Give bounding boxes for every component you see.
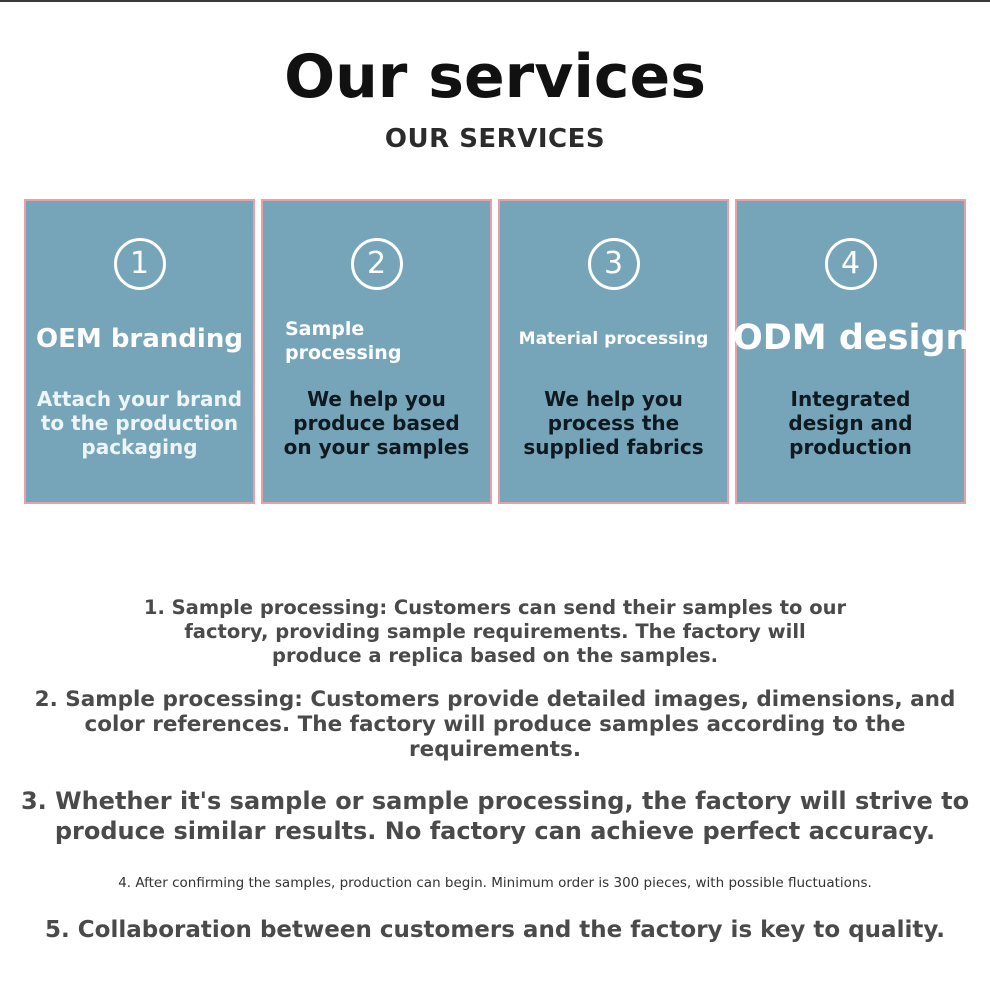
card-desc-line: We help you bbox=[307, 387, 446, 411]
note-line: 2. Sample processing: Customers provide … bbox=[34, 687, 956, 712]
card-description: Integrated design and production bbox=[743, 387, 958, 459]
card-desc-line: on your samples bbox=[283, 435, 470, 459]
number-circle-4-icon: 4 bbox=[824, 238, 877, 290]
note-3: 3. Whether it's sample or sample process… bbox=[0, 786, 990, 846]
card-desc-line: We help you bbox=[544, 387, 683, 411]
card-desc-line: Integrated bbox=[790, 387, 911, 411]
number-circle-1-icon: 1 bbox=[113, 238, 166, 290]
note-line: produce a replica based on the samples. bbox=[272, 644, 718, 667]
note-line: color references. The factory will produ… bbox=[84, 712, 906, 737]
note-1: 1. Sample processing: Customers can send… bbox=[0, 596, 990, 668]
page-subtitle: OUR SERVICES bbox=[384, 124, 606, 154]
note-line: produce similar results. No factory can … bbox=[54, 817, 936, 845]
card-desc-line: produce based bbox=[293, 411, 460, 435]
card-title: ODM design bbox=[733, 318, 971, 358]
number-circle-2-icon: 2 bbox=[350, 238, 403, 290]
card-desc-line: packaging bbox=[81, 435, 198, 459]
card-desc-line: production bbox=[789, 435, 912, 459]
card-description: We help you process the supplied fabrics bbox=[506, 387, 721, 459]
number-circle-3-icon: 3 bbox=[587, 238, 640, 290]
note-5: 5. Collaboration between customers and t… bbox=[45, 917, 945, 943]
card-desc-line: supplied fabrics bbox=[523, 435, 704, 459]
card-title: Sample processing bbox=[285, 317, 486, 365]
service-card-odm: 4 ODM design Integrated design and produ… bbox=[733, 199, 971, 504]
service-card-material: 3 Material processing We help you proces… bbox=[498, 199, 729, 504]
card-desc-line: Attach your brand bbox=[36, 387, 243, 411]
note-line: factory, providing sample requirements. … bbox=[184, 620, 806, 643]
note-line: requirements. bbox=[409, 737, 581, 762]
card-desc-line: design and bbox=[788, 411, 913, 435]
note-line: 3. Whether it's sample or sample process… bbox=[20, 787, 970, 815]
top-divider bbox=[0, 0, 990, 2]
card-title-line: processing bbox=[285, 342, 402, 364]
card-desc-line: to the production bbox=[40, 411, 239, 435]
page-title: Our services bbox=[284, 42, 706, 112]
service-card-sample: 2 Sample processing We help you produce … bbox=[261, 199, 492, 504]
card-title-line: Sample bbox=[285, 318, 365, 340]
note-2: 2. Sample processing: Customers provide … bbox=[0, 687, 990, 762]
service-card-oem: 1 OEM branding Attach your brand to the … bbox=[24, 199, 255, 504]
card-description: We help you produce based on your sample… bbox=[269, 387, 484, 459]
note-line: 1. Sample processing: Customers can send… bbox=[143, 596, 847, 619]
card-title: Material processing bbox=[518, 329, 709, 349]
card-description: Attach your brand to the production pack… bbox=[32, 387, 247, 459]
note-4: 4. After confirming the samples, product… bbox=[118, 875, 872, 891]
card-title: OEM branding bbox=[36, 324, 243, 354]
card-desc-line: process the bbox=[547, 411, 680, 435]
